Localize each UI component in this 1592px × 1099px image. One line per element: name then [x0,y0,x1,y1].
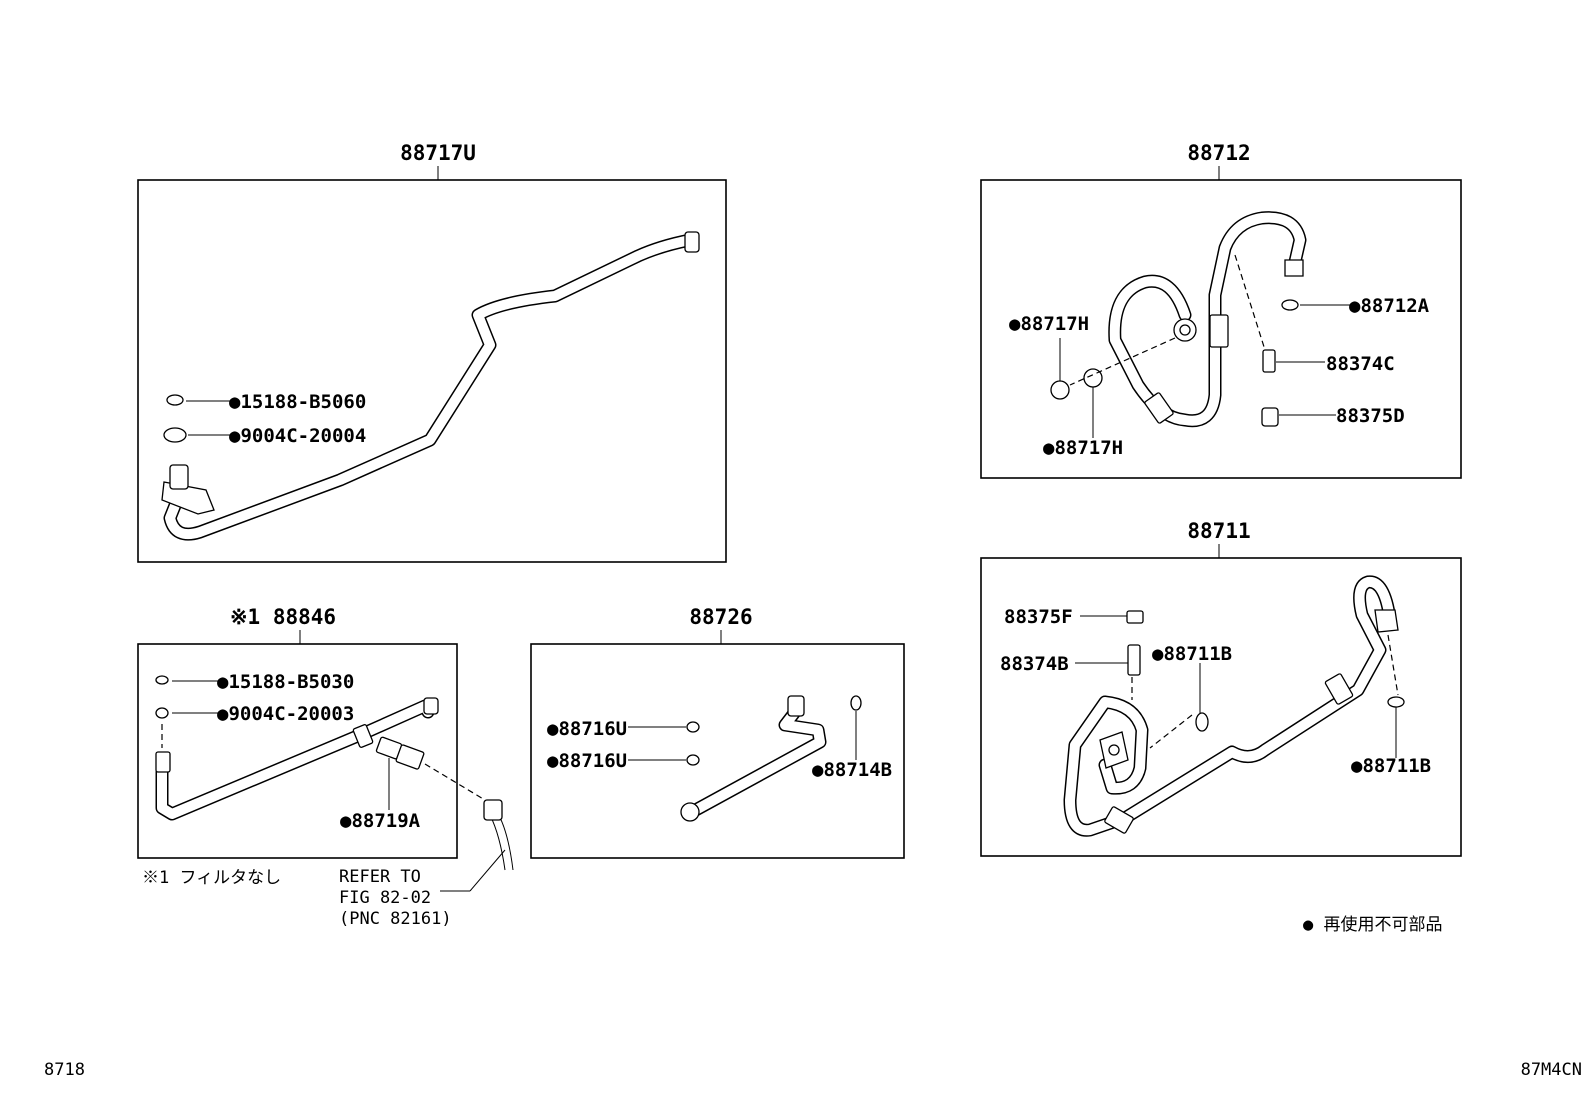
label-9004c-20003: ●9004C-20003 [217,703,354,725]
label-9004c-20004: ●9004C-20004 [229,425,366,447]
pipe-88712 [1108,211,1307,428]
o-ring-88716u-a [686,721,700,733]
label-88716u-lower: ●88716U [547,750,627,772]
label-88717h-upper: ●88717H [1009,313,1089,335]
note-filter: ※1 フィルタなし [142,868,281,888]
o-ring-88717h-b [1083,368,1103,388]
group-header-88712: 88712 [1187,141,1250,165]
harness-wire [440,799,514,892]
o-ring-88711b-right [1387,696,1405,708]
o-ring-9004c-20004 [163,427,187,443]
label-88711b-lower: ●88711B [1351,755,1431,777]
pipe-88711 [1063,575,1399,837]
label-88716u-upper: ●88716U [547,718,627,740]
label-88712a: ●88712A [1349,295,1430,317]
note-refer-line1: REFER TO [339,867,421,887]
o-ring-15188-b5060 [166,394,184,406]
o-ring-88717h-a [1050,380,1070,400]
label-88714b: ●88714B [812,759,892,781]
pipe-88726 [680,695,827,822]
group-box-88711 [980,557,1462,857]
label-88375d: 88375D [1336,405,1405,427]
cap-88375d [1261,407,1279,427]
o-ring-88711b-left [1195,712,1209,732]
label-15188-b5030: ●15188-B5030 [217,671,354,693]
cap-88375f [1126,610,1144,624]
footer-left-code: 8718 [44,1060,85,1080]
group-88846: ※1 88846 ●15188-B5030 ●9004C-20003 ●8871… [137,605,486,859]
label-88374c: 88374C [1326,353,1395,375]
o-ring-88714b [850,695,862,711]
group-box-88717u [137,179,727,563]
group-88726: 88726 ●88716U ●88716U ●88714B [530,605,905,859]
o-ring-88712a [1281,299,1299,311]
label-88719a: ●88719A [340,810,421,832]
group-box-88726 [530,643,905,859]
switch-88719a [375,736,425,770]
group-box-88846 [137,643,458,859]
pipe-88846 [155,697,439,821]
valve-core-88374b [1127,644,1141,676]
footer-right-code: 87M4CN [1521,1060,1582,1080]
pipe-88717u [161,231,700,541]
note-refer-line2: FIG 82-02 [339,888,431,908]
group-header-88717u: 88717U [400,141,476,165]
group-88712: 88712 ●88712A ●88717H 88374C 88375D ●887… [980,141,1462,479]
legend-non-reusable: ● 再使用不可部品 [1303,914,1442,935]
label-88375f: 88375F [1004,606,1073,628]
o-ring-9004c-20003 [155,707,169,719]
label-88711b-upper: ●88711B [1152,643,1232,665]
o-ring-88716u-b [686,754,700,766]
o-ring-15188-b5030 [155,675,169,685]
group-88711: 88711 88375F 88374B ●88711B ●88711B [980,519,1462,857]
group-88717u: 88717U ●15188-B5060 ●9004C-20004 [137,141,727,563]
group-box-88712 [980,179,1462,479]
group-header-88846: ※1 88846 [230,605,336,629]
note-refer-line3: (PNC 82161) [339,909,452,929]
label-88374b: 88374B [1000,653,1069,675]
label-88717h-lower: ●88717H [1043,437,1123,459]
group-header-88711: 88711 [1187,519,1250,543]
valve-core-88374c [1262,349,1276,373]
label-15188-b5060: ●15188-B5060 [229,391,366,413]
group-header-88726: 88726 [689,605,752,629]
